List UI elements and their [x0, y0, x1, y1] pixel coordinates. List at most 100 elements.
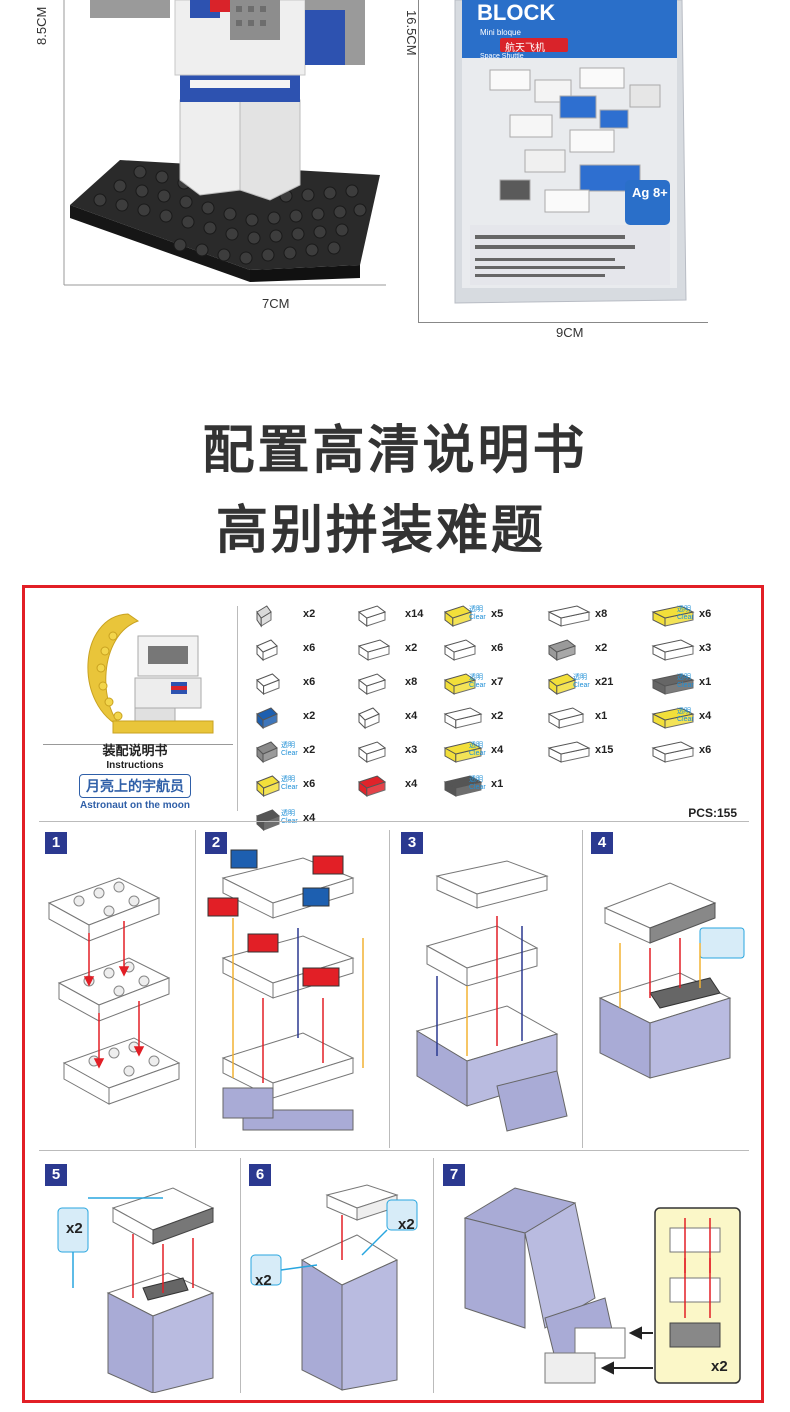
- part-quantity: x3: [699, 642, 712, 654]
- brick-icon: [651, 639, 695, 661]
- part-entry: x6: [253, 636, 353, 666]
- clear-tag: 透明 Clear: [281, 742, 298, 757]
- bag-height-label: 16.5CM: [404, 10, 419, 56]
- brick-icon: [256, 707, 278, 730]
- brick-icon: [443, 605, 473, 628]
- part-quantity: x2: [405, 642, 418, 654]
- brick-icon: [651, 707, 695, 729]
- part-quantity: x4: [405, 710, 418, 722]
- brick-icon: [357, 775, 387, 798]
- step-5-multiplier: x2: [66, 1220, 83, 1237]
- model-name-cn: 月亮上的宇航员: [79, 774, 191, 798]
- parts-bottom-divider: [39, 821, 749, 822]
- brick-icon: [443, 639, 477, 661]
- manual-title-cn: 装配说明书: [102, 743, 168, 758]
- part-entry: x2: [253, 602, 353, 632]
- part-entry: 透明 Clear x7: [441, 670, 541, 700]
- brick-icon: [443, 707, 483, 729]
- bag-line2: 航天飞机: [505, 43, 545, 54]
- part-quantity: x14: [405, 608, 424, 620]
- step-3-diagram: [397, 856, 577, 1151]
- part-quantity: x8: [405, 676, 418, 688]
- clear-tag: 透明 Clear: [677, 708, 694, 723]
- height-dimension-label: 8.5CM: [34, 6, 49, 45]
- step-2-number: 2: [205, 832, 227, 854]
- part-quantity: x1: [491, 778, 504, 790]
- brick-icon: [651, 741, 695, 763]
- clear-tag: 透明 Clear: [469, 674, 486, 689]
- part-entry: x14: [355, 602, 455, 632]
- part-entry: x2: [441, 704, 541, 734]
- brick-icon: [547, 741, 591, 763]
- clear-tag: 透明 Clear: [573, 674, 590, 689]
- part-entry: x6: [441, 636, 541, 666]
- part-quantity: x6: [303, 676, 316, 688]
- brick-icon: [357, 673, 387, 696]
- astronaut-model-photo: [60, 0, 390, 300]
- part-quantity: x6: [491, 642, 504, 654]
- part-entry: x2: [253, 704, 353, 734]
- part-entry: x4: [355, 772, 455, 802]
- step-divider-3: [582, 830, 583, 1148]
- brick-icon: [651, 673, 695, 695]
- part-quantity: x6: [699, 608, 712, 620]
- step-4-diagram: [590, 878, 760, 1123]
- clear-tag: 透明 Clear: [677, 606, 694, 621]
- step-divider-2: [389, 830, 390, 1148]
- bag-line3: Space Shuttle: [480, 53, 524, 60]
- part-quantity: x15: [595, 744, 614, 756]
- clear-tag: 透明 Clear: [281, 810, 298, 825]
- step-5-number: 5: [45, 1164, 67, 1186]
- brick-icon: [547, 673, 577, 696]
- part-entry: x6: [253, 670, 353, 700]
- brick-icon: [547, 605, 591, 627]
- part-entry: x8: [545, 602, 645, 632]
- piece-count: PCS:155: [688, 806, 737, 820]
- part-quantity: x8: [595, 608, 608, 620]
- model-name-en: Astronaut on the moon: [80, 800, 190, 811]
- part-quantity: x2: [491, 710, 504, 722]
- step-6-diagram: [247, 1180, 427, 1400]
- manual-cover-art: [43, 606, 233, 816]
- steps-row-divider: [39, 1150, 749, 1151]
- bag-brand-text: BLOCK: [477, 0, 556, 25]
- width-dimension-label: 7CM: [262, 296, 290, 311]
- brick-icon: [651, 605, 695, 627]
- step-divider-5: [240, 1158, 241, 1393]
- brick-icon: [357, 741, 387, 764]
- brick-icon: [443, 775, 483, 797]
- brick-icon: [256, 605, 272, 628]
- clear-tag: 透明 Clear: [281, 776, 298, 791]
- part-quantity: x4: [491, 744, 504, 756]
- brick-icon: [357, 605, 387, 628]
- clear-tag: 透明 Clear: [469, 742, 486, 757]
- step-1-diagram: [39, 863, 189, 1148]
- step-7-number: 7: [443, 1164, 465, 1186]
- part-quantity: x7: [491, 676, 504, 688]
- brick-icon: [547, 707, 585, 729]
- part-quantity: x3: [405, 744, 418, 756]
- part-entry: x15: [545, 738, 645, 768]
- manual-title-block: 装配说明书 Instructions 月亮上的宇航员 Astronaut on …: [40, 740, 230, 811]
- product-bag-photo: [450, 0, 690, 305]
- part-quantity: x5: [491, 608, 504, 620]
- step-4-number: 4: [591, 832, 613, 854]
- step-divider-6: [433, 1158, 434, 1393]
- part-quantity: x4: [303, 812, 316, 824]
- part-quantity: x4: [405, 778, 418, 790]
- part-quantity: x2: [303, 710, 316, 722]
- bag-width-label: 9CM: [556, 325, 584, 340]
- brick-icon: [357, 639, 391, 661]
- step-7-diagram: [455, 1178, 755, 1398]
- cover-divider: [43, 744, 233, 745]
- part-entry: x2: [545, 636, 645, 666]
- part-entry: 透明 Clear x6: [649, 602, 749, 632]
- brick-icon: [256, 741, 278, 764]
